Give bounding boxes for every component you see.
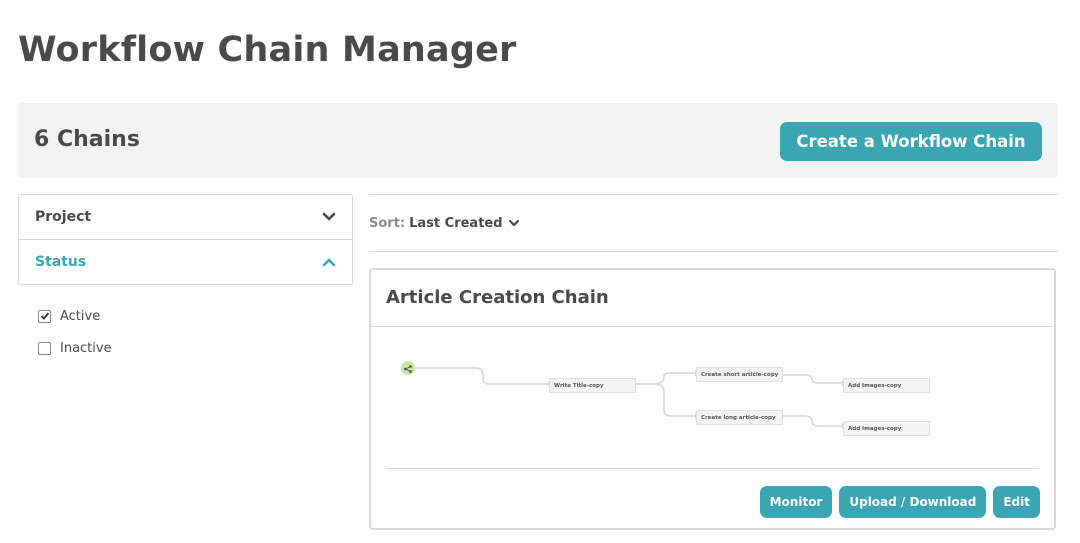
start-node <box>401 361 415 375</box>
chain-card: Article Creation Chain <box>369 268 1056 530</box>
filter-status-toggle[interactable]: Status <box>19 239 352 284</box>
sort-dropdown[interactable]: Last Created <box>409 215 503 231</box>
workflow-node[interactable]: Add Images-copy <box>843 378 930 393</box>
monitor-button[interactable]: Monitor <box>759 486 833 518</box>
upload-download-button[interactable]: Upload / Download <box>839 486 987 518</box>
filter-project-toggle[interactable]: Project <box>19 195 352 239</box>
chevron-down-icon <box>322 212 336 221</box>
chevron-up-icon <box>322 258 336 267</box>
status-option-label: Inactive <box>60 340 112 356</box>
workflow-node[interactable]: Create long article-copy <box>696 410 783 425</box>
filter-status-label: Status <box>35 254 87 270</box>
sort-label: Sort: <box>369 215 406 231</box>
card-actions: Monitor Upload / Download Edit <box>759 486 1040 518</box>
workflow-node[interactable]: Add Images-copy <box>843 421 930 436</box>
page-title: Workflow Chain Manager <box>18 30 517 70</box>
header-bar: 6 Chains Create a Workflow Chain <box>18 103 1058 178</box>
status-option-inactive[interactable]: Inactive <box>38 332 112 364</box>
inactive-checkbox[interactable] <box>38 341 51 355</box>
sort-bar: Sort: Last Created <box>369 194 1058 252</box>
workflow-diagram: Write Title-copy Create short article-co… <box>396 354 1016 444</box>
active-checkbox[interactable] <box>38 309 51 323</box>
status-option-active[interactable]: Active <box>38 300 112 332</box>
chevron-down-icon[interactable] <box>508 219 520 228</box>
card-divider <box>386 468 1039 469</box>
edit-button[interactable]: Edit <box>993 486 1040 518</box>
create-workflow-chain-button[interactable]: Create a Workflow Chain <box>780 122 1042 161</box>
check-icon <box>40 312 49 320</box>
status-option-label: Active <box>60 308 101 324</box>
filter-project-label: Project <box>35 209 92 225</box>
share-icon <box>404 365 412 373</box>
chain-count: 6 Chains <box>34 127 140 152</box>
workflow-node[interactable]: Write Title-copy <box>549 378 636 393</box>
filter-panel: Project Status <box>18 194 353 285</box>
card-header: Article Creation Chain <box>371 270 1054 327</box>
status-options: Active Inactive <box>38 300 112 364</box>
chain-title[interactable]: Article Creation Chain <box>386 287 609 308</box>
workflow-node[interactable]: Create short article-copy <box>696 367 783 382</box>
